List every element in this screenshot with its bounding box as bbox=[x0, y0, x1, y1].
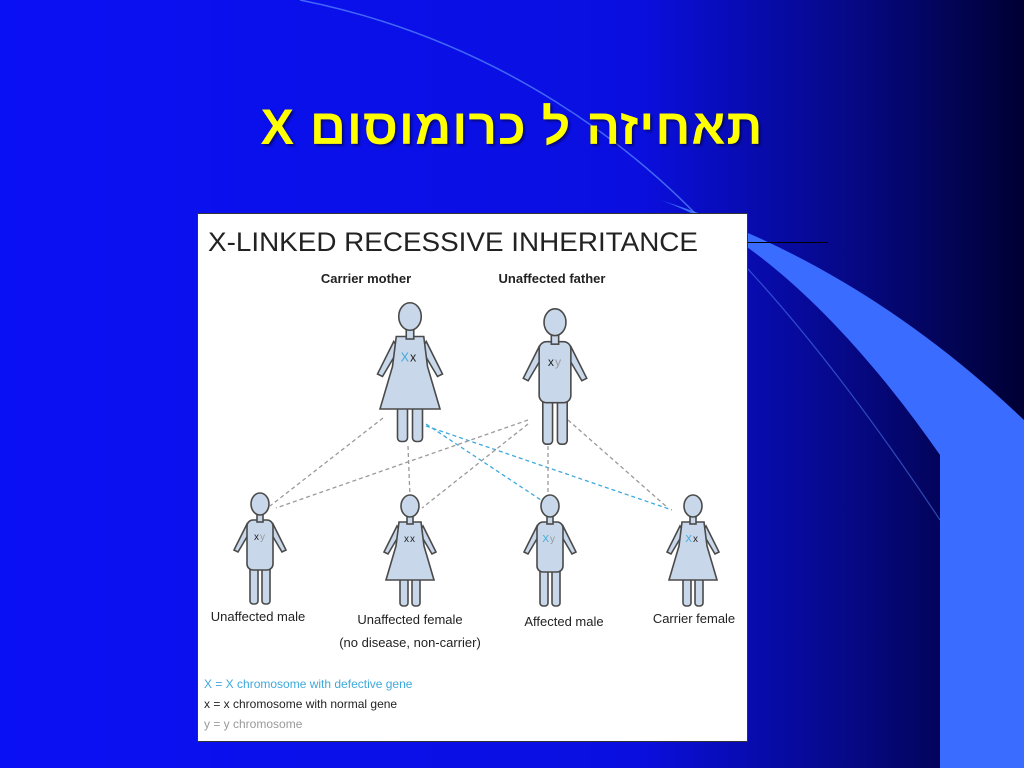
genotype-allele: y bbox=[555, 355, 562, 369]
inheritance-line bbox=[421, 423, 529, 509]
legend-y: y = y chromosome bbox=[204, 717, 303, 731]
child-label-2: Unaffected female bbox=[357, 612, 462, 627]
inheritance-line bbox=[269, 417, 384, 507]
child-label-4: Carrier female bbox=[653, 611, 735, 626]
inheritance-line bbox=[425, 425, 673, 511]
title-divider-line bbox=[748, 242, 828, 243]
legend-defective-x: X = X chromosome with defective gene bbox=[204, 677, 413, 691]
father-label: Unaffected father bbox=[499, 271, 606, 286]
decorative-swoosh bbox=[660, 200, 1024, 768]
child-label-1: Unaffected male bbox=[211, 609, 305, 624]
child-label-3: Affected male bbox=[524, 614, 603, 629]
inheritance-line bbox=[407, 445, 411, 498]
inheritance-line bbox=[275, 419, 529, 509]
mother-label: Carrier mother bbox=[321, 271, 411, 286]
child-sublabel-2: (no disease, non-carrier) bbox=[339, 635, 481, 650]
inheritance-lines bbox=[269, 417, 673, 511]
genotype-allele: X bbox=[401, 351, 410, 365]
genotype-allele: x bbox=[410, 351, 417, 365]
genotype-allele: x bbox=[548, 355, 554, 369]
genotype-allele: y bbox=[260, 532, 265, 543]
genotype-allele: X bbox=[542, 534, 549, 545]
genotype-allele: x bbox=[410, 534, 415, 545]
genotype-allele: y bbox=[550, 534, 555, 545]
legend-normal-x: x = x chromosome with normal gene bbox=[204, 697, 397, 711]
inheritance-line bbox=[425, 423, 551, 507]
genotype-allele: x bbox=[404, 534, 409, 545]
genotype-allele: x bbox=[693, 534, 698, 545]
diagram-panel: X-LINKED RECESSIVE INHERITANCE Carrier m… bbox=[197, 213, 748, 742]
inheritance-diagram: X-LINKED RECESSIVE INHERITANCE Carrier m… bbox=[204, 227, 735, 731]
diagram-heading: X-LINKED RECESSIVE INHERITANCE bbox=[208, 227, 698, 257]
slide-title: תאחיזה ל כרומוסום X bbox=[260, 99, 764, 155]
genotype-allele: X bbox=[685, 534, 692, 545]
inheritance-line bbox=[567, 419, 669, 509]
genotype-allele: x bbox=[254, 532, 259, 543]
